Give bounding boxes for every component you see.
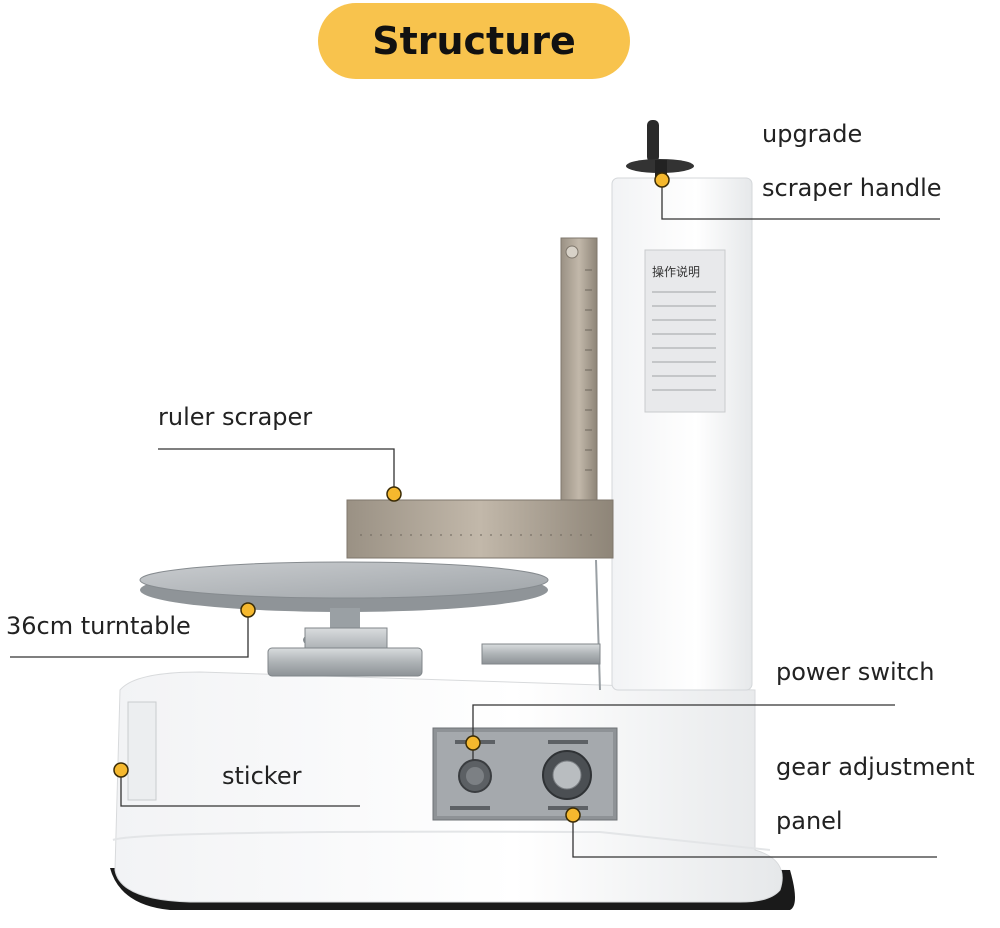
turntable-plate xyxy=(139,561,549,599)
leader-scraper-handle xyxy=(661,180,940,220)
marker-gear-panel xyxy=(565,807,581,823)
marker-scraper-handle xyxy=(654,172,670,188)
marker-turntable xyxy=(240,602,256,618)
instruction-sheet-title: 操作说明 xyxy=(652,264,700,279)
label-sticker: sticker xyxy=(222,762,302,790)
title-pill: Structure xyxy=(318,3,630,79)
leader-turntable xyxy=(10,610,249,658)
ruler-horizontal xyxy=(346,499,614,559)
label-gear-adjustment: gear adjustment xyxy=(776,753,975,781)
marker-power-switch xyxy=(465,735,481,751)
diagram-title: Structure xyxy=(372,19,576,63)
handle-knob xyxy=(647,120,659,162)
label-panel: panel xyxy=(776,807,843,835)
marker-ruler-scraper xyxy=(386,486,402,502)
sticker-area xyxy=(127,701,157,801)
label-scraper-handle: scraper handle xyxy=(762,174,942,202)
leader-ruler-scraper xyxy=(158,448,395,494)
instruction-sheet xyxy=(644,249,726,413)
label-ruler-scraper: ruler scraper xyxy=(158,403,313,431)
label-power-switch: power switch xyxy=(776,658,935,686)
leader-gear-panel xyxy=(572,815,937,858)
marker-sticker xyxy=(113,762,129,778)
leader-sticker xyxy=(120,770,360,807)
label-turntable: 36cm turntable xyxy=(6,612,191,640)
label-upgrade: upgrade xyxy=(762,120,863,148)
